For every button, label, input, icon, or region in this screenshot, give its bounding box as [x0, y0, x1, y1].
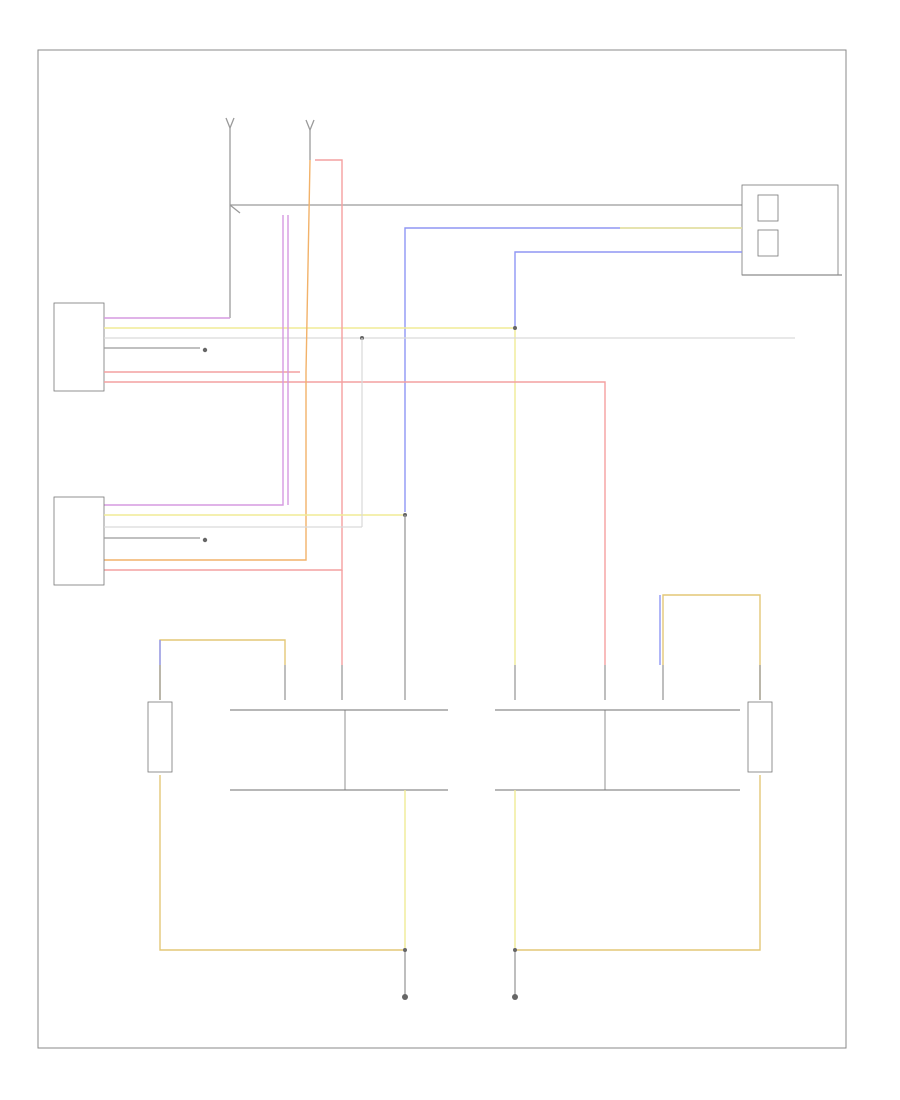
- wire-tan-left-top: [159, 639, 286, 700]
- wire-orange-feed: [104, 159, 311, 561]
- wire-branch: [229, 204, 241, 214]
- ground-passenger: [202, 537, 208, 543]
- ground-left: [402, 994, 408, 1000]
- passenger-seat-control-module: [53, 496, 105, 586]
- left-seat-module-block: [230, 709, 448, 791]
- splice-right-ground: [513, 948, 517, 952]
- right-seat-heater-element: [747, 701, 773, 773]
- connector-stubs: [159, 665, 761, 700]
- diagram-frame: [37, 49, 847, 1049]
- driver-seat-control-module: [53, 302, 105, 392]
- ground-driver: [202, 347, 208, 353]
- fuse-feed-left: [225, 117, 235, 318]
- splice-yellow: [513, 326, 517, 330]
- right-seat-module-block: [495, 709, 740, 791]
- fuse-feed-mid: [305, 119, 315, 160]
- wire-tan-right-bottom: [515, 775, 761, 951]
- left-seat-heater-element: [147, 701, 173, 773]
- wire-tan-left-bottom: [159, 775, 405, 951]
- wire-blue-left-seat: [404, 227, 742, 512]
- wire-red-driver-2: [104, 381, 606, 665]
- wire-violet-pass: [104, 215, 284, 506]
- wire-red-feed: [104, 159, 343, 571]
- splice-left-ground: [403, 948, 407, 952]
- wire-blue-right-seat: [514, 251, 742, 330]
- ground-right: [512, 994, 518, 1000]
- wire-tan-right-top: [662, 594, 761, 700]
- heater-control-module: [741, 184, 842, 276]
